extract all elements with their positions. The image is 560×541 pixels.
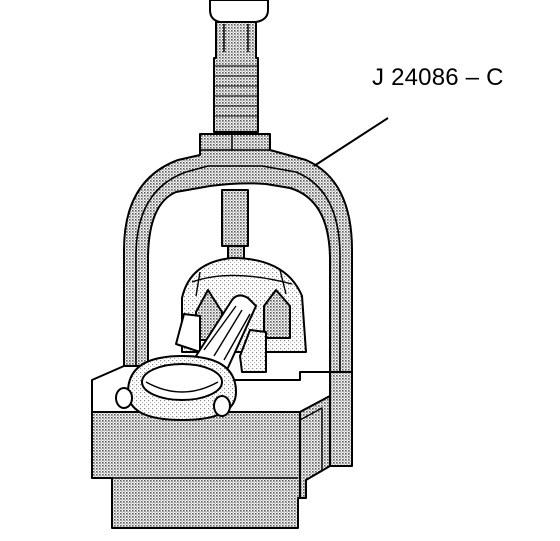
rod-big-end [127,355,237,421]
screw-thread [213,21,259,133]
press-ram [221,189,249,247]
rod-bolt-left [115,387,133,409]
callout-leader [313,117,389,167]
tool-callout-label: J 24086 – C [372,64,504,91]
handle-top [209,0,269,23]
rod-bolt-right [213,395,231,417]
connecting-rod [195,294,257,373]
